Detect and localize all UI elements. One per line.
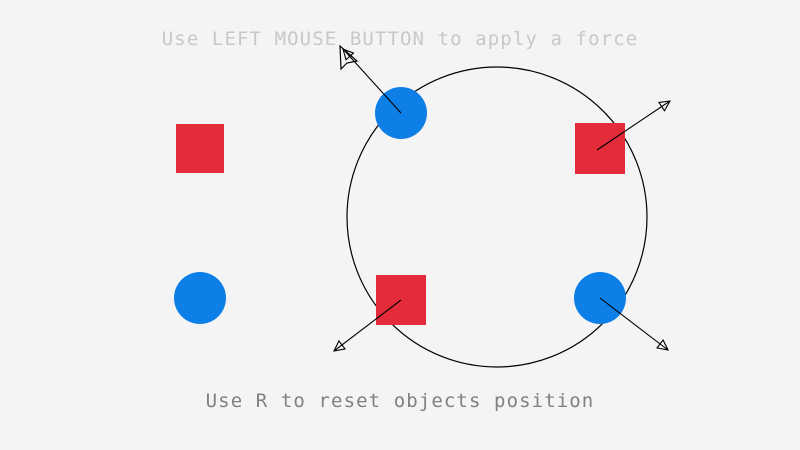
hint-text-reset-objects: Use R to reset objects position — [205, 390, 595, 412]
force-arrow-square-top-right — [596, 101, 670, 151]
force-arrow-square-bottom-center — [334, 299, 402, 351]
force-arrow-circle-top-ring — [343, 49, 402, 114]
body-circle-bottom-left[interactable] — [174, 272, 226, 324]
body-square-top-left[interactable] — [176, 124, 224, 173]
mouse-cursor-icon — [339, 44, 359, 71]
hint-text-apply-force: Use LEFT MOUSE BUTTON to apply a force — [161, 28, 639, 50]
constraint-ring — [346, 66, 648, 368]
force-arrow-circle-bottom-right — [599, 297, 668, 350]
